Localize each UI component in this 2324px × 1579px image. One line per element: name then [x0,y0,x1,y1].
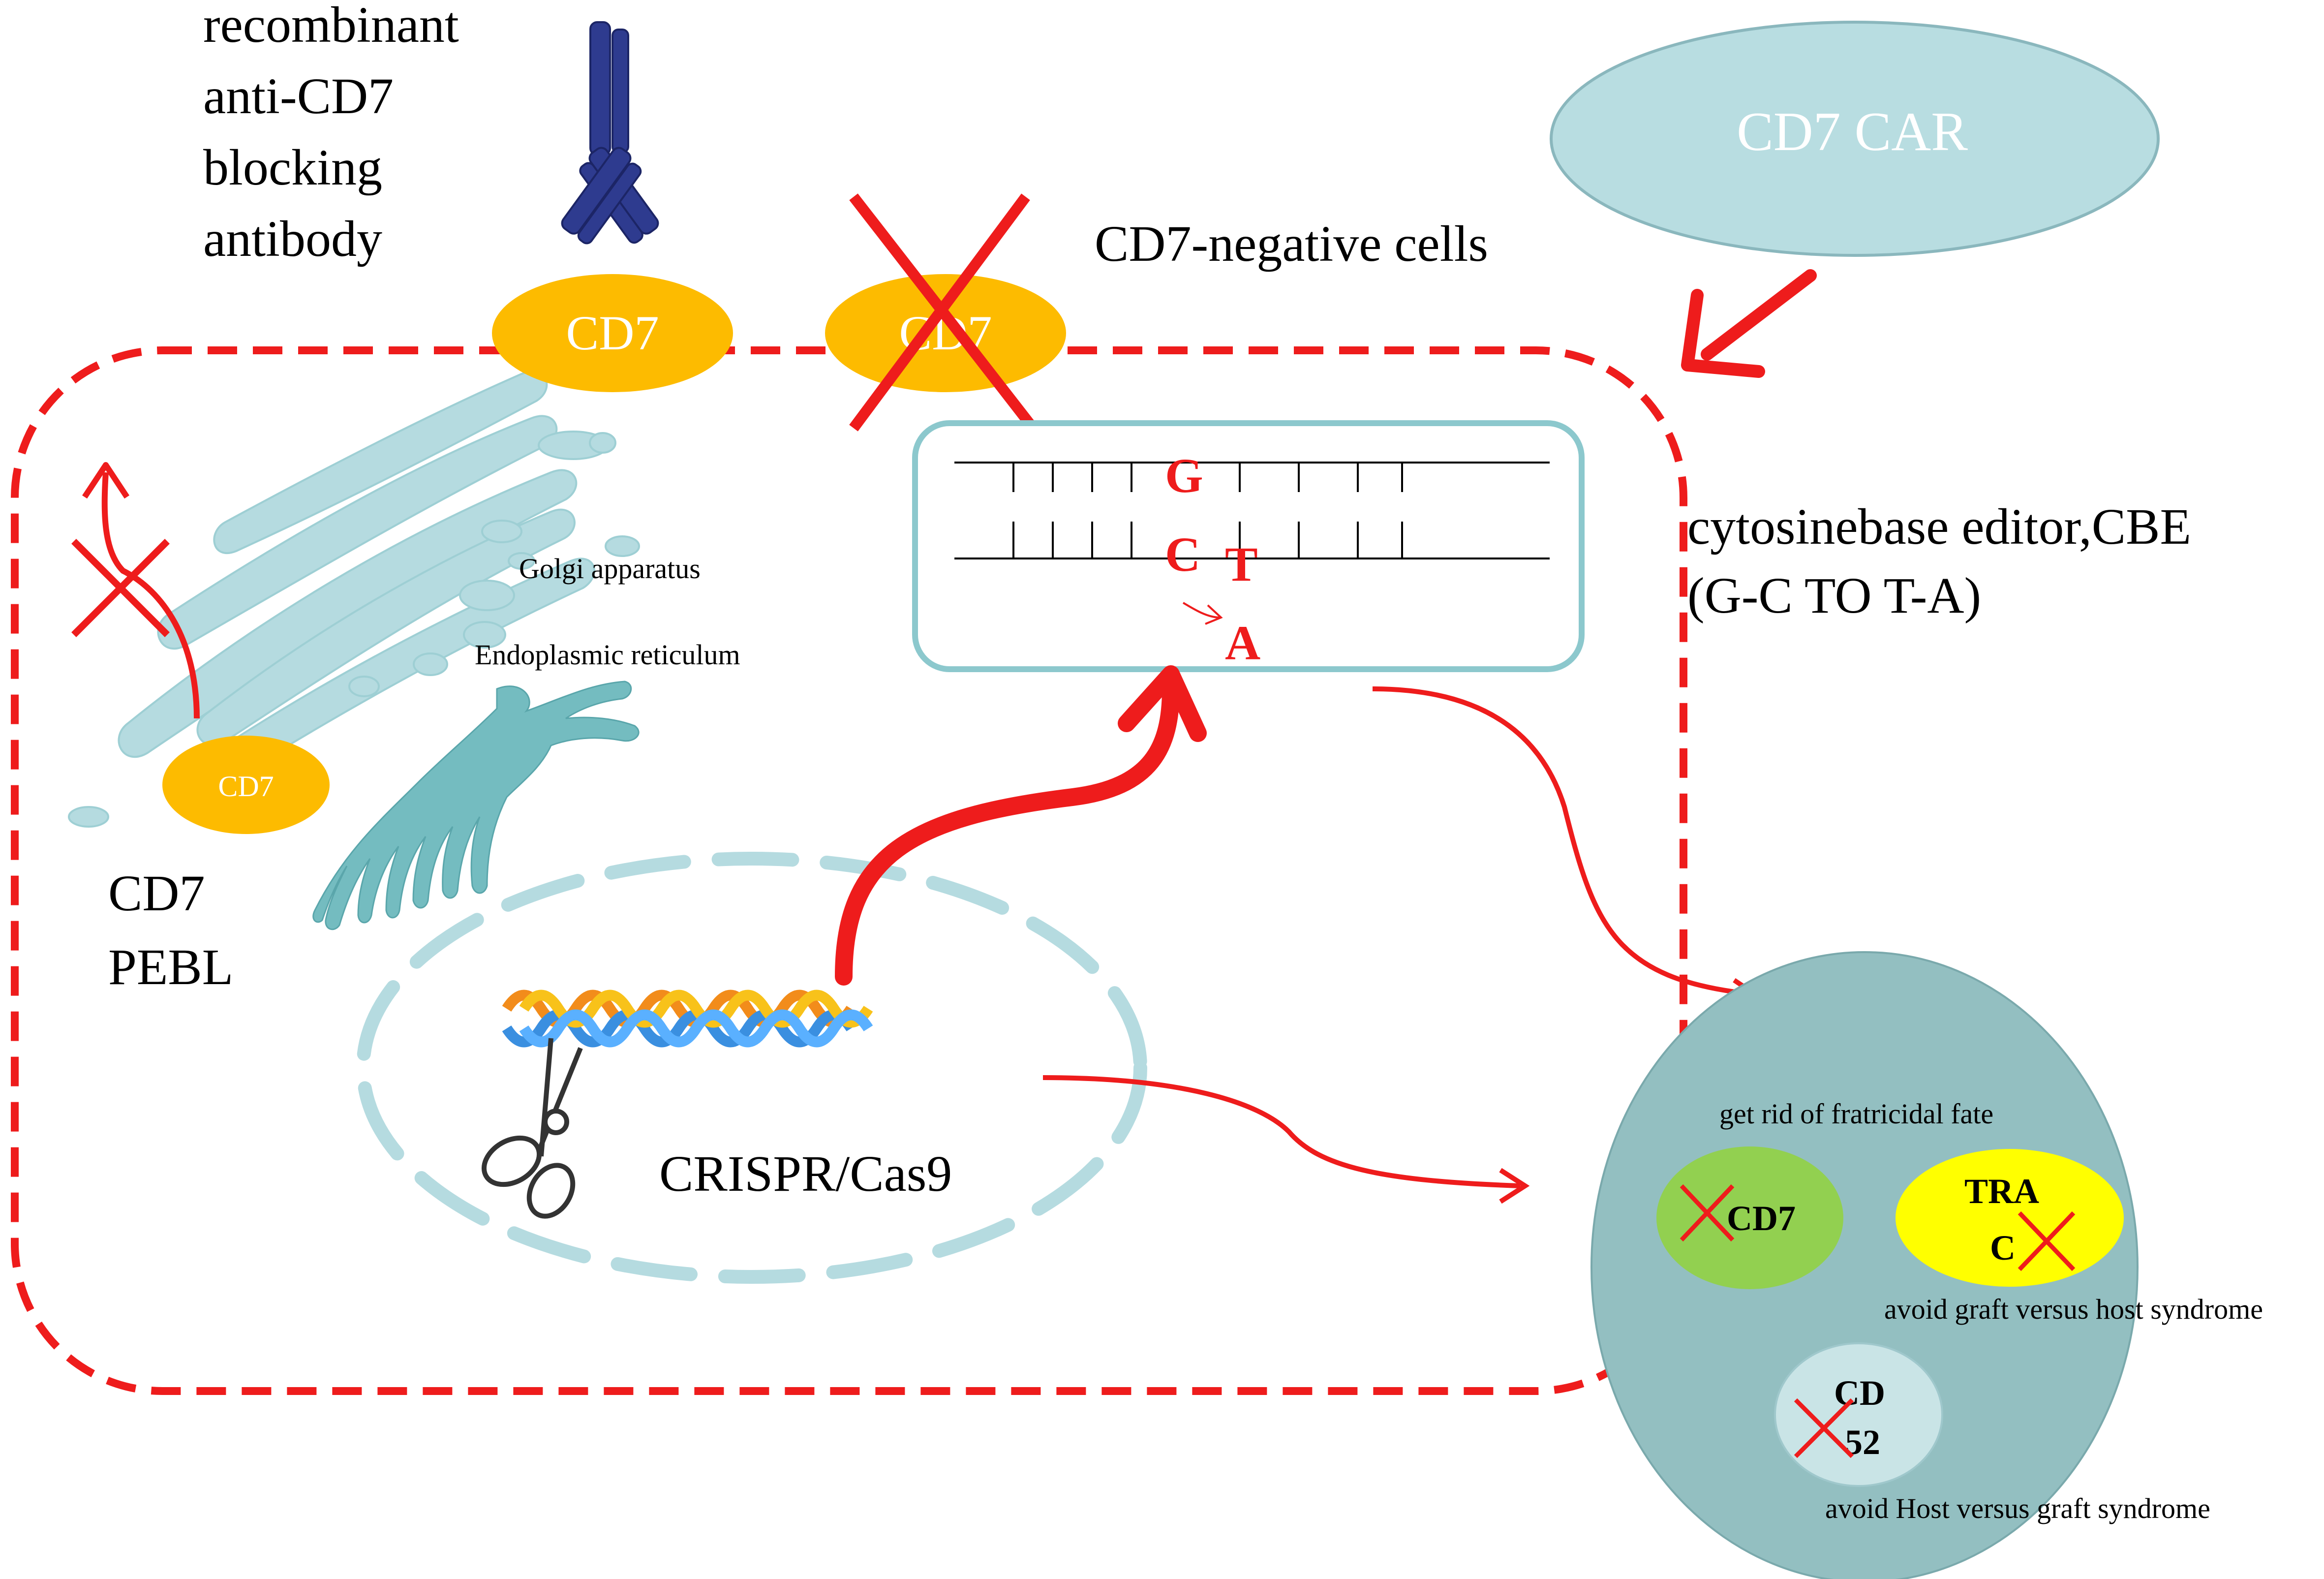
knocked-out-cd7: CD7 [825,193,1066,432]
t-cd52-label-1: CD [1834,1373,1885,1413]
antibody-label: recombinant anti-CD7 blocking antibody [203,0,459,267]
pebl-label: CD7 PEBL [108,865,233,995]
svg-text:PEBL: PEBL [108,939,233,995]
surface-cd7-label: CD7 [566,306,659,360]
cd7-knockout-nucleus [1656,1146,1843,1289]
svg-text:blocking: blocking [203,139,382,196]
cbe-label: cytosinebase editor,CBE (G-C TO T-A) [1687,498,2191,624]
internal-cd7-label: CD7 [218,770,274,803]
endoplasmic-reticulum [312,681,640,930]
t-trac-label-2: C [1990,1228,2016,1268]
base-a: A [1225,616,1260,670]
surface-cd7: CD7 [492,274,733,392]
cd7-negative-label: CD7-negative cells [1095,216,1488,272]
er-label: Endoplasmic reticulum [475,639,740,671]
base-c: C [1165,527,1200,582]
blocked-export-arrow [71,462,200,719]
trac-knockout-nucleus [1896,1149,2124,1287]
svg-text:anti-CD7: anti-CD7 [203,68,394,124]
base-g: G [1165,448,1203,503]
svg-text:CD7: CD7 [108,865,205,922]
cd52-knockout-nucleus [1774,1342,1943,1487]
golgi-label: Golgi apparatus [519,553,701,585]
t-trac-label-1: TRA [1964,1172,2039,1211]
conversion-arrow [1182,602,1221,619]
crispr-to-tcell-arrow [1042,1075,1521,1188]
gvhd-label: avoid graft versus host syndrome [1884,1293,2263,1325]
internal-cd7: CD7 [162,736,330,834]
hvgd-label: avoid Host versus graft syndrome [1825,1492,2210,1524]
crispr-label: CRISPR/Cas9 [659,1146,952,1202]
cd7-car-cell: CD7 CAR [1550,21,2160,257]
svg-text:cytosinebase editor,CBE: cytosinebase editor,CBE [1687,498,2191,555]
svg-text:antibody: antibody [203,211,382,267]
cd7-car-label: CD7 CAR [1737,101,1968,162]
box-to-tcell-arrow [1372,686,1752,996]
car-attack-arrow [1681,269,1817,378]
base-t: T [1225,537,1258,591]
dna-helix [502,990,873,1048]
scissors-icon [481,1038,583,1219]
fratricidal-label: get rid of fratricidal fate [1719,1098,1993,1130]
svg-text:recombinant: recombinant [203,0,459,53]
svg-text:(G-C TO T-A): (G-C TO T-A) [1687,567,1981,624]
t-cd7-label: CD7 [1727,1199,1796,1238]
nucleus [356,852,1147,1284]
engineered-t-cell: get rid of fratricidal fate CD7 TRA C av… [1590,951,2263,1579]
golgi-apparatus [68,371,640,828]
crispr-to-box-arrow [835,680,1180,986]
antibody-icon [561,21,659,245]
base-editing-box: G C T A [912,420,1585,672]
